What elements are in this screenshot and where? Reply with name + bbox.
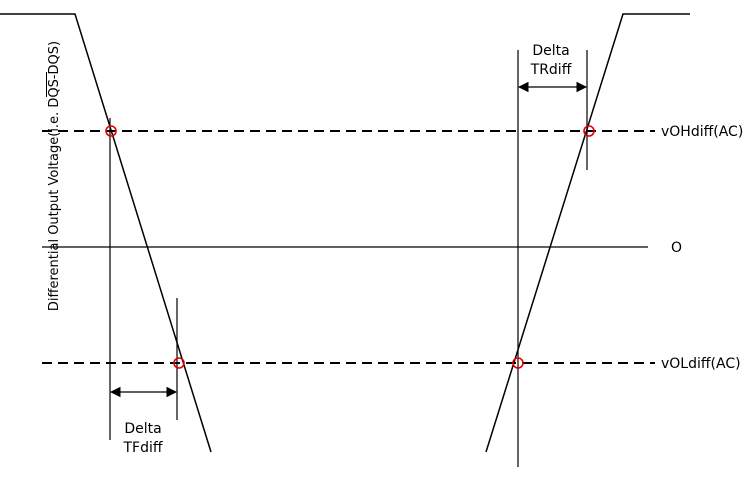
- rising-edge-waveform: [485, 13, 690, 453]
- delta-tfdiff-label-line2: TFdiff: [122, 440, 162, 456]
- delta-tfdiff-label-line1: Delta: [124, 421, 161, 437]
- falling-edge-waveform: [0, 13, 212, 453]
- voh-ac-label: vOHdiff(AC): [661, 124, 743, 140]
- delta-trdiff-label-line2: TRdiff: [530, 62, 572, 78]
- rise-high-crossing-marker: [583, 125, 595, 137]
- fall-high-crossing-marker: [105, 125, 117, 137]
- y-axis-label: Differential Output Voltage(i.e. DQS-DQS…: [47, 41, 62, 311]
- vol-ac-label: vOLdiff(AC): [661, 356, 741, 372]
- delta-trdiff-label-line1: Delta: [532, 43, 569, 59]
- zero-label: O: [671, 240, 682, 256]
- rise-low-crossing-marker: [512, 357, 524, 369]
- fall-low-crossing-marker: [173, 357, 185, 369]
